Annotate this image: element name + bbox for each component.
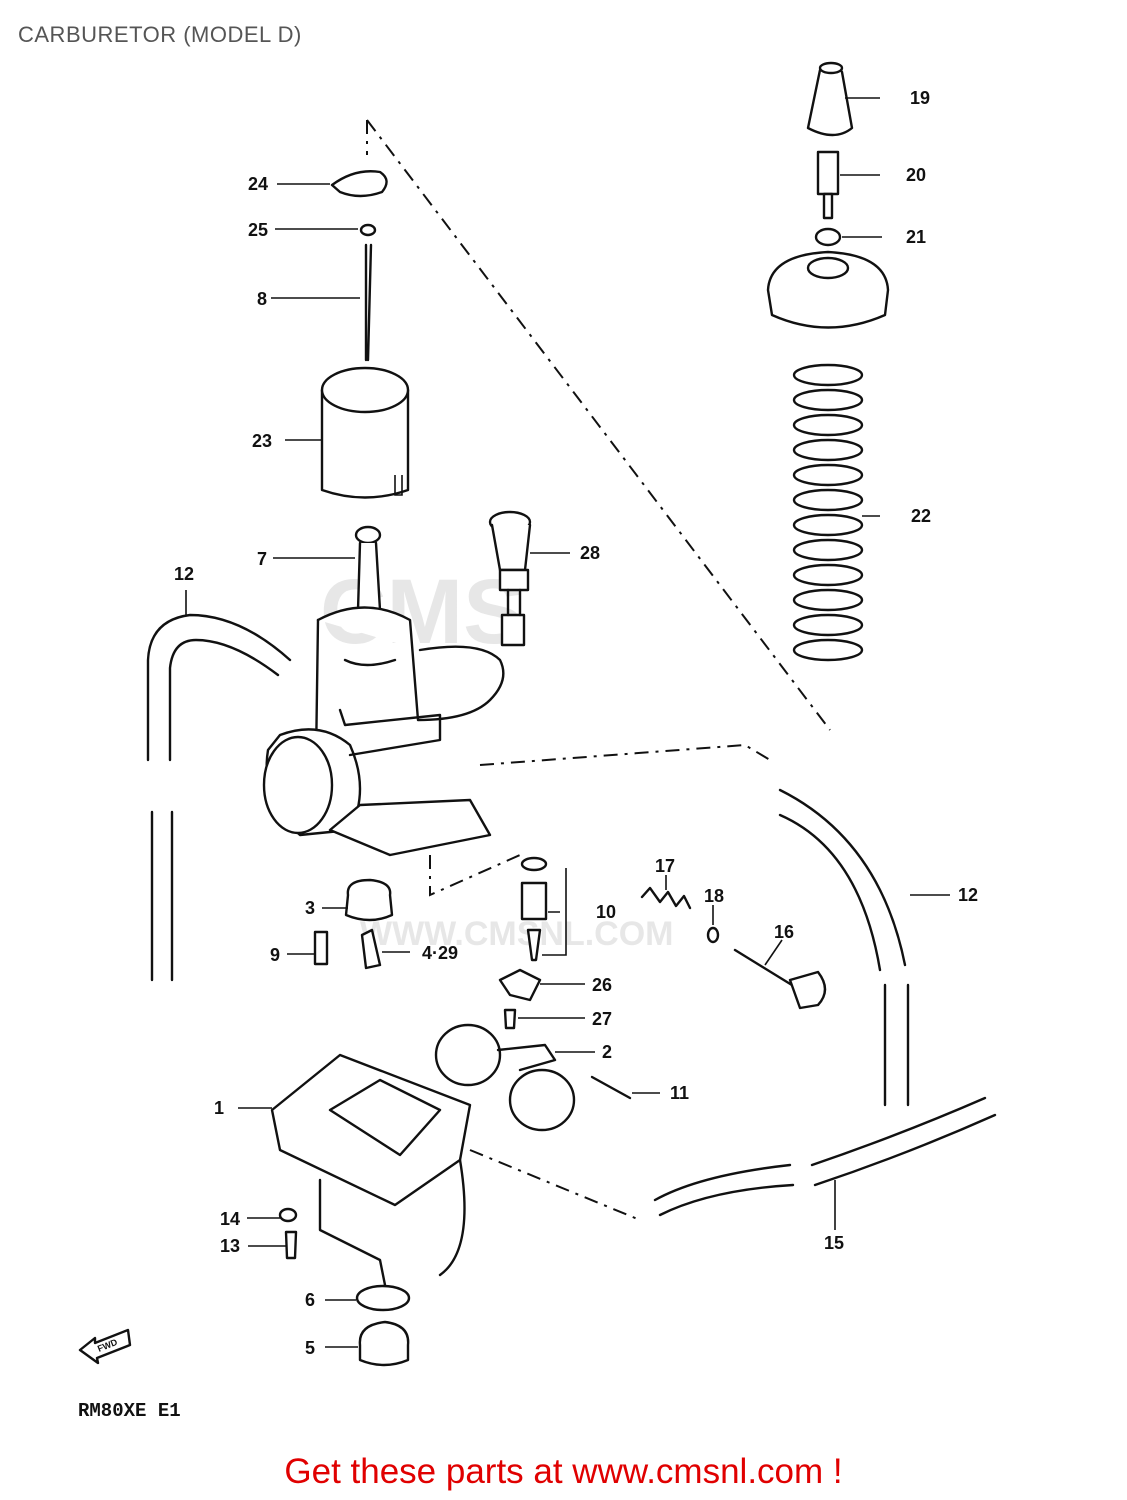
callout-6: 6 xyxy=(305,1290,315,1310)
callout-2: 2 xyxy=(602,1042,612,1062)
part-1-float-chamber xyxy=(270,1053,472,1287)
part-20-adjuster xyxy=(816,150,840,220)
callout-12-right: 12 xyxy=(958,885,978,905)
part-12-hose-left xyxy=(146,613,292,982)
part-11-pin xyxy=(590,1075,632,1100)
part-9-jet xyxy=(313,930,329,966)
callout-10: 10 xyxy=(596,902,616,922)
callout-12-left: 12 xyxy=(174,564,194,584)
callout-15: 15 xyxy=(824,1233,844,1253)
part-7-adjuster xyxy=(354,525,382,612)
callout-18: 18 xyxy=(704,886,724,906)
leader-lines xyxy=(185,97,950,1348)
callout-25: 25 xyxy=(248,220,268,240)
callout-labels: 19 20 21 22 24 25 8 23 7 28 12 12 17 18 … xyxy=(174,88,978,1358)
callout-9: 9 xyxy=(270,945,280,965)
guide-line-top xyxy=(366,119,831,731)
part-8-needle xyxy=(364,243,373,362)
callout-4-29: 4·29 xyxy=(422,943,458,963)
callout-13: 13 xyxy=(220,1236,240,1256)
callout-5: 5 xyxy=(305,1338,315,1358)
callout-26: 26 xyxy=(592,975,612,995)
part-5-plug xyxy=(358,1320,410,1367)
callout-28: 28 xyxy=(580,543,600,563)
part-24-clip xyxy=(330,170,388,198)
callout-20: 20 xyxy=(906,165,926,185)
watermark-url: WWW.CMSNL.COM xyxy=(360,915,674,953)
part-4-needle-jet xyxy=(360,928,382,970)
part-14-washer xyxy=(278,1207,298,1223)
part-22-spring xyxy=(792,363,864,662)
callout-14: 14 xyxy=(220,1209,240,1229)
carburetor-body xyxy=(262,606,505,857)
callout-11: 11 xyxy=(670,1083,689,1103)
footer-link[interactable]: Get these parts at www.cmsnl.com ! xyxy=(284,1452,843,1491)
callout-16: 16 xyxy=(774,922,794,942)
part-27-screw xyxy=(503,1008,517,1030)
part-6-oring xyxy=(355,1284,411,1312)
callout-19: 19 xyxy=(910,88,930,108)
callout-8: 8 xyxy=(257,289,267,309)
part-26-plate xyxy=(498,968,542,1002)
part-3-boot xyxy=(344,878,394,922)
callout-7: 7 xyxy=(257,549,267,569)
part-25-ring xyxy=(359,223,377,237)
part-16-screw xyxy=(733,948,827,1010)
part-23-throttle-valve xyxy=(320,366,410,499)
callout-21: 21 xyxy=(906,227,926,247)
part-15-hose xyxy=(653,1096,997,1217)
callout-3: 3 xyxy=(305,898,315,918)
guide-line-jet xyxy=(429,854,521,897)
callout-17: 17 xyxy=(655,856,675,876)
part-13-screw xyxy=(284,1230,298,1260)
callout-23: 23 xyxy=(252,431,272,451)
part-12-hose-right xyxy=(778,788,910,1107)
model-code: RM80XE E1 xyxy=(78,1400,181,1422)
part-17-spring xyxy=(640,886,692,910)
guide-line-mid xyxy=(430,699,771,766)
callout-1: 1 xyxy=(214,1098,224,1118)
part-2-float xyxy=(434,1023,576,1132)
fwd-arrow: FWD xyxy=(78,1328,132,1365)
part-10-float-valve xyxy=(520,856,548,962)
page-title: CARBURETOR (MODEL D) xyxy=(18,22,302,47)
part-18-washer xyxy=(706,926,720,944)
callout-22: 22 xyxy=(911,506,931,526)
part-28-screw xyxy=(488,510,532,647)
part-21-nut xyxy=(814,227,842,247)
callout-27: 27 xyxy=(592,1009,612,1029)
callout-24: 24 xyxy=(248,174,268,194)
part-19-boot xyxy=(806,61,854,137)
part-top-cap xyxy=(766,250,890,329)
guide-line-bottom xyxy=(469,1149,641,1221)
